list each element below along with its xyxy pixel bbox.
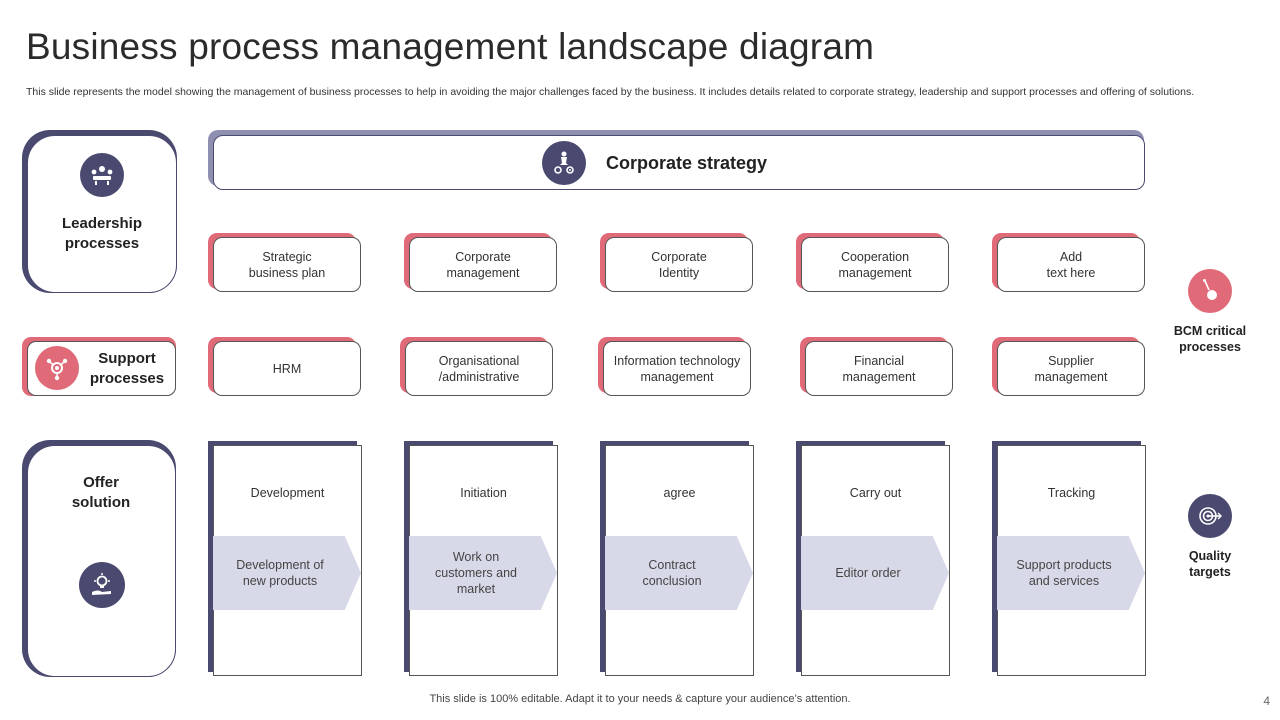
offer-column-heading: Initiation (460, 486, 507, 500)
page-number: 4 (1263, 694, 1270, 708)
offer-column-heading: agree (663, 486, 696, 500)
offer-step-arrow: Editor order (801, 536, 949, 610)
offer-step-arrow: Work on customers and market (409, 536, 557, 610)
support-process-box: Supplier management (997, 341, 1145, 396)
offer-column-heading: Carry out (849, 486, 902, 500)
corporate-strategy-label: Corporate strategy (606, 153, 768, 173)
leadership-processes-label: Leadership processes (61, 215, 143, 252)
support-process-box: Organisational /administrative (405, 341, 553, 396)
leadership-process-box: Corporate Identity (605, 237, 753, 292)
offer-column-heading: Tracking (1047, 486, 1096, 500)
offer-panel (27, 445, 176, 677)
offer-step-arrow: Development of new products (213, 536, 361, 610)
offer-step-arrow: Support products and services (997, 536, 1145, 610)
leadership-process-box: Strategic business plan (213, 237, 361, 292)
bcm-critical-processes-label: BCM critical processes (1173, 324, 1247, 354)
pin-target-icon (1188, 269, 1232, 313)
offer-solution-label: Offer solution (71, 474, 131, 511)
support-process-box: Information technology management (603, 341, 751, 396)
footer-note: This slide is 100% editable. Adapt it to… (429, 693, 851, 705)
support-processes-label: Support processes (89, 350, 165, 387)
leadership-process-box: Cooperation management (801, 237, 949, 292)
team-meeting-icon (80, 153, 124, 197)
support-process-box: HRM (213, 341, 361, 396)
offer-column-heading: Development (250, 486, 325, 500)
leadership-process-box: Corporate management (409, 237, 557, 292)
page-title: Business process management landscape di… (26, 26, 875, 67)
page-subtitle: This slide represents the model showing … (26, 86, 1195, 98)
leadership-process-box: Add text here (997, 237, 1145, 292)
quality-targets-label: Quality targets (1188, 549, 1232, 579)
target-arrow-icon (1188, 494, 1232, 538)
offer-step-arrow: Contract conclusion (605, 536, 753, 610)
support-process-box: Financial management (805, 341, 953, 396)
corporate-strategy-bar (213, 135, 1145, 190)
idea-hand-icon (79, 562, 125, 608)
chess-strategy-icon (542, 141, 586, 185)
network-support-icon (35, 346, 79, 390)
